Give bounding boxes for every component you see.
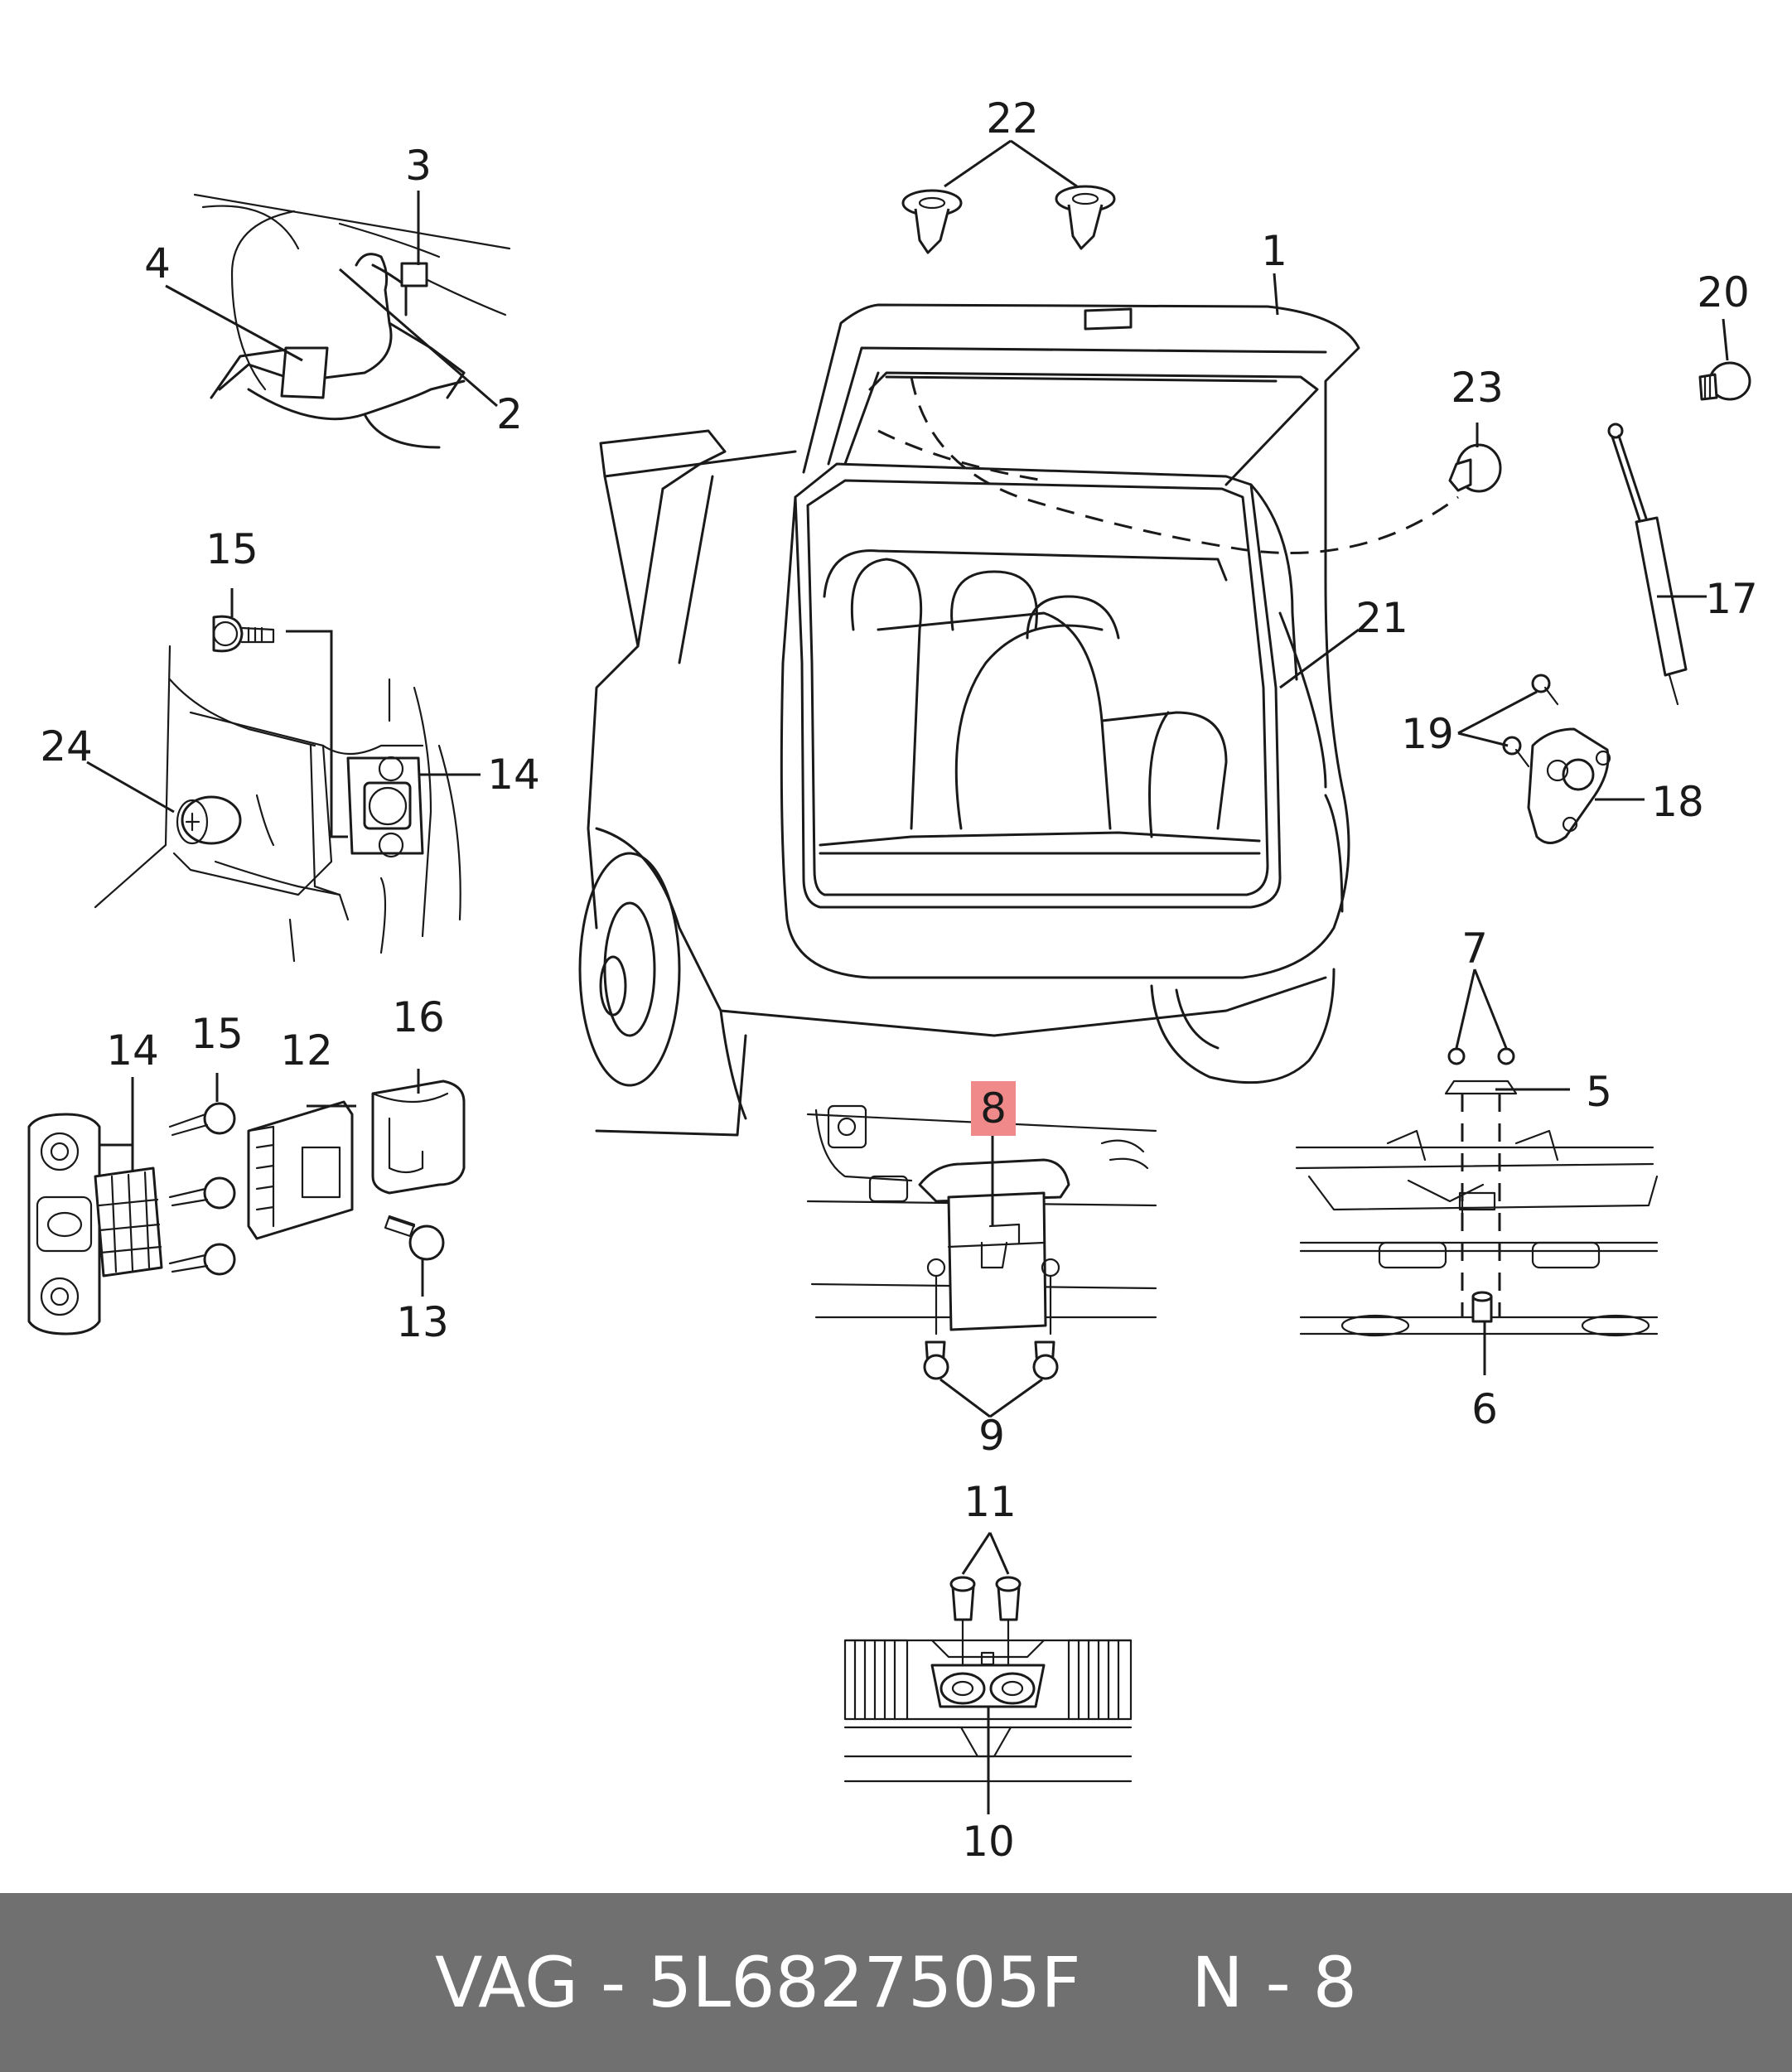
callout-18: 18: [1651, 778, 1704, 826]
leader-lines: [86, 139, 1729, 1814]
car-rear-illustration: [578, 303, 1459, 1137]
nut-20-illustration: [1698, 361, 1751, 401]
callout-16: 16: [392, 993, 445, 1041]
callout-13: 13: [396, 1298, 449, 1346]
parts-diagram: 1 2 3 4 5 6 7 8 9 10 11 12 13 14 14 15 1…: [27, 94, 1758, 1866]
footer-bar: VAG - 5L6827505F N - 8: [0, 1893, 1792, 2072]
wiring-harness-illustration: [193, 193, 511, 449]
callout-15-lower: 15: [191, 1010, 244, 1058]
callout-11: 11: [964, 1478, 1017, 1526]
striker-mount-illustration: [94, 615, 461, 963]
callout-22: 22: [986, 94, 1039, 142]
callout-6: 6: [1471, 1385, 1498, 1433]
callout-14-upper: 14: [487, 751, 540, 799]
callout-1: 1: [1261, 227, 1287, 275]
striker-assembly-illustration: [27, 1079, 466, 1335]
callout-20: 20: [1697, 268, 1750, 316]
callout-19: 19: [1401, 710, 1454, 758]
lock-assembly-illustration: [806, 1104, 1157, 1380]
striker-bracket-illustration: [1295, 1047, 1659, 1337]
callout-24: 24: [40, 722, 93, 770]
callout-17: 17: [1705, 575, 1758, 623]
callout-21: 21: [1355, 594, 1408, 642]
hinge-18-illustration: [1502, 674, 1611, 844]
footer-part-number: VAG - 5L6827505F N - 8: [434, 1942, 1358, 2023]
callout-labels: 1 2 3 4 5 6 7 8 9 10 11 12 13 14 14 15 1…: [40, 94, 1758, 1866]
clip-23-illustration: [1448, 443, 1502, 493]
callout-15-upper: 15: [205, 525, 258, 573]
callout-8-highlight: [971, 1081, 1016, 1136]
callout-5: 5: [1586, 1068, 1612, 1116]
callout-12: 12: [280, 1026, 333, 1075]
callout-3: 3: [405, 142, 432, 190]
callout-2: 2: [496, 390, 523, 438]
callout-8: 8: [980, 1084, 1007, 1133]
callout-7: 7: [1461, 925, 1488, 973]
callout-4: 4: [144, 239, 171, 287]
callout-23: 23: [1451, 364, 1504, 412]
callout-14-lower: 14: [106, 1026, 159, 1075]
gas-strut-17-illustration: [1607, 423, 1688, 706]
clip-22-illustration: [901, 185, 1116, 254]
callout-9: 9: [978, 1412, 1005, 1460]
callout-10: 10: [962, 1818, 1015, 1866]
